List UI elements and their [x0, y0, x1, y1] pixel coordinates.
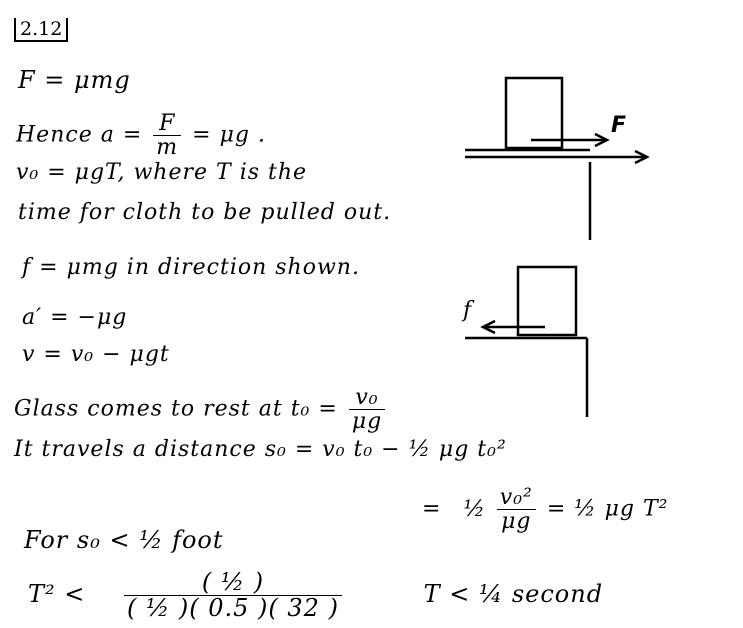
problem-number: 2.12 [14, 18, 69, 42]
fraction-numerator: v₀ [348, 386, 386, 411]
equation-time-bound: T² < ( ½ ) ( ½ )( 0.5 )( 32 ) T < ¼ seco… [28, 569, 604, 623]
rest-time-text: Glass comes to rest at t₀ = [14, 396, 338, 422]
fraction-denominator: μg [351, 409, 383, 435]
equation-acceleration: Hence a = F m = μg . [16, 112, 266, 159]
equation-distance-simplified: = ½ v₀² μg = ½ μg T² [422, 486, 668, 533]
equation-deceleration: a′ = −μg [22, 305, 128, 330]
glass-block [516, 265, 578, 337]
equation-friction-force: F = μmg [18, 66, 131, 94]
time-bound-result: T < ¼ second [423, 580, 604, 609]
equals-sign: = [422, 496, 442, 522]
acceleration-prefix: Hence a = [16, 122, 143, 148]
equation-velocity: v = v₀ − μgt [22, 342, 170, 367]
fraction-denominator: ( ½ )( 0.5 )( 32 ) [127, 594, 339, 623]
equation-distance: It travels a distance s₀ = v₀ t₀ − ½ μg … [14, 437, 507, 462]
t-squared-less: T² < [28, 580, 86, 609]
equation-rest-time: Glass comes to rest at t₀ = v₀ μg [14, 386, 388, 433]
fraction-f-over-m: F m [153, 112, 182, 161]
fraction-numerator: ( ½ ) [124, 569, 342, 597]
fraction-denominator: μg [501, 509, 532, 535]
half-factor: ½ [463, 496, 486, 522]
equation-initial-velocity: v₀ = μgT, where T is the [16, 160, 308, 185]
fraction-v0-over-mug: v₀ μg [348, 386, 386, 435]
figure-cloth-pulled: F [465, 76, 650, 240]
force-arrowhead [594, 132, 610, 148]
equation-friction-direction: f = μmg in direction shown. [22, 255, 360, 280]
force-label-F: F [611, 113, 626, 138]
force-label-f: f [461, 298, 475, 323]
condition-half-foot: For s₀ < ½ foot [24, 526, 224, 554]
fraction-v0sq-over-mug: v₀² μg [496, 486, 536, 535]
acceleration-result: = μg . [192, 122, 266, 148]
friction-arrowhead [480, 319, 496, 335]
figure-glass-friction: f [461, 265, 589, 417]
distance-result: = ½ μg T² [546, 496, 669, 522]
fraction-denominator: m [156, 135, 179, 161]
glass-block [504, 76, 564, 150]
cloth-arrowhead [634, 149, 650, 165]
fraction-time-bound: ( ½ ) ( ½ )( 0.5 )( 32 ) [124, 569, 342, 623]
fraction-numerator: v₀² [496, 486, 536, 511]
text-cloth-time: time for cloth to be pulled out. [18, 200, 392, 225]
fraction-numerator: F [153, 112, 182, 137]
